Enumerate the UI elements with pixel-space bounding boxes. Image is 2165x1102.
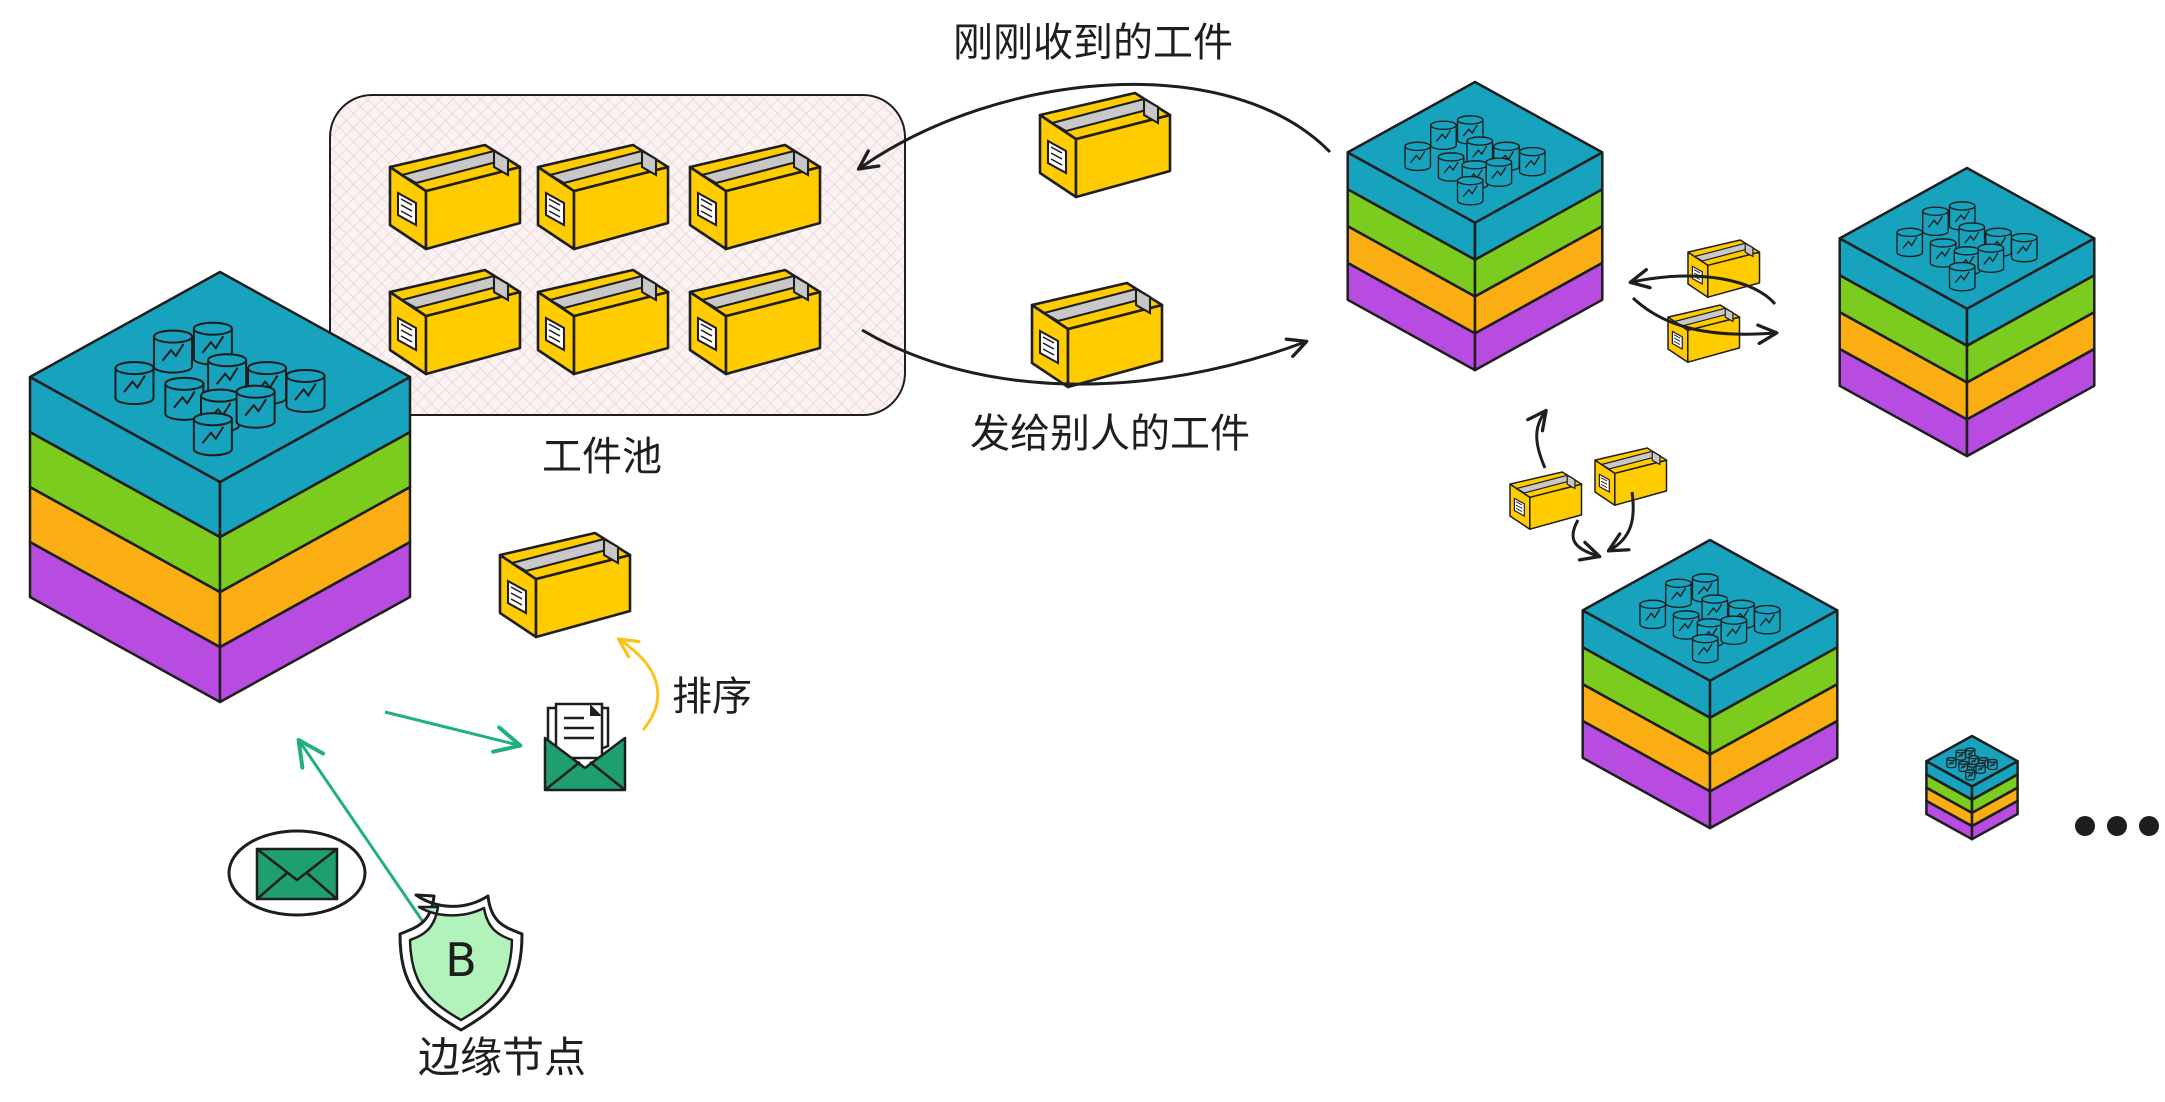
artifact-box (536, 143, 670, 251)
edge-node-label: 边缘节点 (418, 1033, 586, 1082)
database-icon (1430, 120, 1457, 151)
more-nodes-ellipsis (2075, 816, 2159, 836)
artifact-boxes (388, 91, 1761, 639)
database-icon (235, 384, 276, 429)
peer-arrow-in (1628, 268, 1777, 305)
database-icon (192, 412, 233, 457)
database-icon (1485, 157, 1513, 187)
database-icon (1955, 749, 1966, 761)
forward-to-envelope-arrow (384, 710, 523, 754)
artifact-box (388, 143, 522, 251)
sort-arrow (616, 637, 660, 731)
peer-node-stack (1581, 538, 1839, 830)
database-icon (1639, 599, 1667, 630)
database-icon (1922, 206, 1949, 237)
database-icon (1948, 261, 1976, 292)
message-envelope-icon (227, 829, 367, 917)
edge-node-badge-letter: B (445, 933, 477, 987)
database-icon (1456, 115, 1484, 145)
artifact-box (688, 268, 822, 376)
database-icon (1437, 152, 1465, 182)
peer-arrow-out (1631, 296, 1779, 346)
open-envelope-icon (543, 702, 627, 792)
database-icon (1946, 757, 1957, 769)
database-icon (152, 329, 193, 374)
artifact-box (498, 531, 632, 639)
sent-arrow (861, 328, 1309, 386)
database-icon (207, 353, 248, 398)
database-icon (1975, 762, 1986, 774)
artifact-pool-label: 工件池 (542, 434, 662, 480)
database-icon (285, 368, 326, 413)
database-icon (1929, 238, 1957, 268)
database-icon (1753, 604, 1781, 635)
peer-arrow-up (1526, 408, 1548, 469)
peer-arrow-side (1571, 519, 1602, 562)
database-icon (1672, 610, 1700, 640)
artifact-box (1509, 471, 1583, 530)
artifact-box (1594, 447, 1668, 506)
database-icon (1518, 146, 1546, 177)
node-stacks (28, 80, 2096, 841)
database-icon (2010, 232, 2038, 263)
edge-node-badge: B (398, 893, 524, 1032)
database-icon (1896, 227, 1924, 258)
peer-arrow-down (1606, 491, 1635, 553)
artifact-box (536, 268, 670, 376)
database-icon (114, 361, 155, 406)
database-icon (1987, 758, 1998, 771)
sort-label: 排序 (672, 674, 752, 720)
database-icon (1456, 175, 1484, 206)
peer-node-stack (1838, 166, 2096, 458)
database-icon (1977, 243, 2005, 273)
artifact-box (1667, 304, 1741, 363)
database-icon (1404, 141, 1432, 172)
database-icon (1691, 633, 1719, 664)
database-icon (164, 376, 205, 421)
database-icon (1958, 760, 1969, 773)
sent-artifacts-label: 发给别人的工件 (970, 411, 1250, 457)
artifact-box (388, 268, 522, 376)
edge-node-to-stack-arrow (296, 737, 434, 936)
artifact-box (1038, 91, 1172, 199)
main-node-stack (28, 270, 412, 704)
artifact-box (688, 143, 822, 251)
database-icon (1720, 615, 1748, 645)
database-icon (1958, 222, 1986, 252)
database-icon (1665, 578, 1692, 609)
peer-node-stack (1925, 734, 2019, 841)
database-icon (1965, 769, 1976, 781)
artifact-box (1030, 281, 1164, 389)
artifact-box (1687, 239, 1761, 298)
received-artifacts-label: 刚刚收到的工件 (953, 20, 1233, 66)
received-arrow (856, 82, 1332, 171)
peer-node-stack (1346, 80, 1604, 372)
